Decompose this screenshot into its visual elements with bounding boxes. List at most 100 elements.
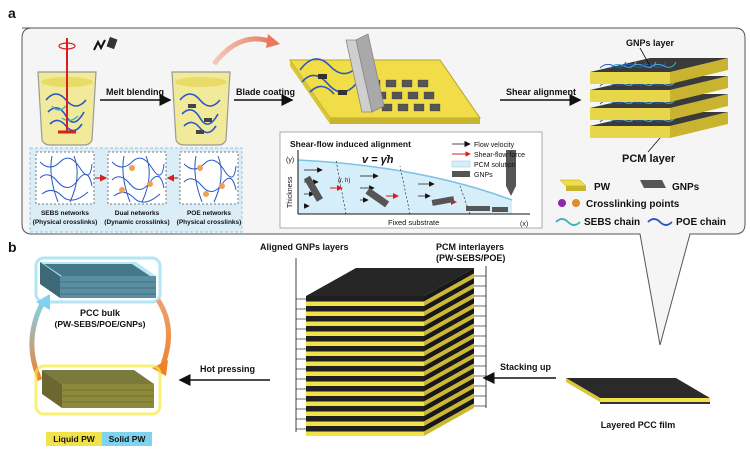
big-stack-side-pcm — [424, 373, 474, 406]
big-stack-pcm-layer — [306, 431, 424, 436]
label-aligned-gnps: Aligned GNPs layers — [260, 242, 349, 252]
big-stack-pcm-layer — [306, 401, 424, 406]
beaker-1 — [37, 38, 97, 146]
liquid-pw-badge — [46, 432, 102, 446]
liquid-pw-label: Liquid PW — [53, 434, 96, 444]
big-stack-side-gnp — [424, 348, 474, 382]
label-gnps-layer: GNPs layer — [626, 38, 675, 48]
shear-title: Shear-flow induced alignment — [290, 139, 411, 149]
big-stack-pcm-layer — [306, 331, 424, 336]
axis-y-label: (y) — [286, 157, 294, 164]
stack-a-side — [590, 126, 670, 138]
panel-a-label: a — [8, 5, 16, 21]
key-sebs-chain: chain — [614, 217, 640, 228]
big-stack-side-pcm — [424, 353, 474, 386]
label-pcm-interlayers-1: PCM interlayers — [436, 242, 504, 252]
axis-x-label: (x) — [520, 221, 528, 228]
big-stack-pcm-layer — [306, 411, 424, 416]
big-stack-pcm-layer — [306, 341, 424, 346]
network-dual-subtitle: (Dynamic crosslinks) — [104, 219, 169, 226]
big-layer-stack — [306, 268, 474, 436]
network-poe-subtitle: (Physical crosslinks) — [177, 219, 242, 226]
key-sebs: SEBS — [584, 217, 612, 228]
big-stack-gnp-layer — [306, 386, 424, 392]
solid-pw-badge — [102, 432, 152, 446]
big-stack-side-gnp — [424, 338, 474, 372]
networks-panel — [29, 147, 243, 233]
thickness-label: Thickness — [287, 176, 294, 208]
pcm-bracket-right — [474, 266, 487, 408]
label-layered-film: Layered PCC film — [601, 420, 676, 430]
blade-coating-substrate — [289, 58, 481, 124]
legend-shear-force: Shear-flow force — [474, 152, 525, 159]
stack-a-side — [590, 72, 670, 84]
big-stack-pcm-layer — [306, 421, 424, 426]
stack-a-side — [590, 90, 670, 102]
pcc-bulk-liquid — [34, 364, 162, 416]
stack-a-side — [670, 94, 728, 120]
big-stack-side-pcm — [424, 363, 474, 396]
big-stack-pcm-layer — [306, 351, 424, 356]
substrate-label: Fixed substrate — [388, 218, 439, 227]
big-stack-side-gnp — [424, 298, 474, 332]
stack-a-side — [590, 108, 670, 120]
big-stack-side-gnp — [424, 268, 474, 302]
blade — [345, 33, 385, 113]
big-stack-side-pcm — [424, 393, 474, 426]
material-key — [555, 179, 673, 226]
big-stack-side-gnp — [424, 278, 474, 312]
big-stack-side-gnp — [424, 358, 474, 392]
big-stack-side-gnp — [424, 368, 474, 402]
legend-gnps: GNPs — [474, 172, 493, 179]
network-poe-title: POE networks — [187, 210, 231, 217]
big-stack-gnp-layer — [306, 336, 424, 342]
pcc-bulk-solid — [34, 256, 162, 304]
big-stack-pcm-layer — [306, 391, 424, 396]
key-pw: PW — [594, 182, 611, 193]
big-stack-gnp-layer — [306, 346, 424, 352]
big-stack-gnp-layer — [306, 416, 424, 422]
shear-legend — [451, 140, 471, 177]
big-stack-gnp-layer — [306, 356, 424, 362]
big-stack-gnp-layer — [306, 316, 424, 322]
label-melt-blending: Melt blending — [106, 87, 164, 97]
big-stack-side-pcm — [424, 383, 474, 416]
aligned-bracket-left — [295, 258, 306, 432]
big-stack-gnp-layer — [306, 306, 424, 312]
shear-equation: v = γ̇h — [362, 154, 394, 166]
big-stack-side-gnp — [424, 288, 474, 322]
key-poe-chain: POE chain — [676, 217, 726, 228]
label-shear-alignment: Shear alignment — [506, 87, 576, 97]
solid-pw-label: Solid PW — [109, 434, 147, 444]
big-stack-side-pcm — [424, 403, 474, 436]
key-gnps: GNPs — [672, 182, 700, 193]
point-label: (r, h) — [338, 178, 350, 184]
big-stack-side-gnp — [424, 308, 474, 342]
big-stack-pcm-layer — [306, 321, 424, 326]
big-stack-gnp-layer — [306, 296, 424, 302]
label-stacking-up: Stacking up — [500, 362, 552, 372]
heat-icon — [93, 36, 118, 51]
stack-a-top — [590, 58, 728, 72]
layered-pcc-film — [566, 378, 710, 404]
big-stack-pcm-layer — [306, 371, 424, 376]
label-hot-pressing: Hot pressing — [200, 364, 255, 374]
network-sebs-subtitle: (Physical crosslinks) — [33, 219, 98, 226]
stack-a-side — [670, 58, 728, 84]
stack-a-side — [670, 112, 728, 138]
shear-flow-schematic — [279, 131, 543, 229]
beaker-2 — [171, 71, 231, 146]
label-blade-coating: Blade coating — [236, 87, 295, 97]
big-stack-gnp-layer — [306, 396, 424, 402]
big-stack-side-pcm — [424, 273, 474, 306]
big-stack-top — [306, 268, 474, 296]
layered-composite-stack — [590, 58, 728, 138]
big-stack-pcm-layer — [306, 311, 424, 316]
big-stack-side-pcm — [424, 303, 474, 336]
curved-arrow — [212, 36, 273, 66]
panel-b-label: b — [8, 239, 17, 255]
big-stack-side-pcm — [424, 323, 474, 356]
big-stack-gnp-layer — [306, 426, 424, 432]
big-stack-pcm-layer — [306, 381, 424, 386]
